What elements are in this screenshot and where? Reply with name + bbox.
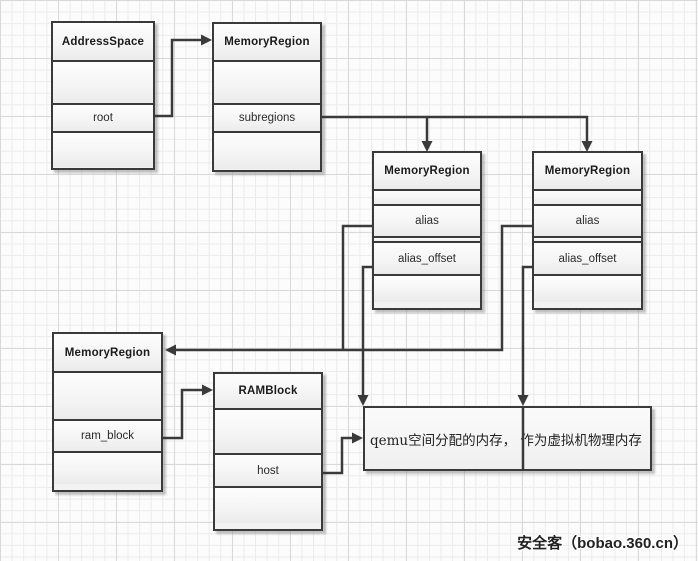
node-memoryregion-mid-left-title: MemoryRegion [384,165,470,177]
node-memoryregion-mid-right: MemoryRegion alias alias_offset [532,151,643,310]
node-memoryregion-bottom-empty-row [54,451,161,484]
node-memoryregion-bottom-header: MemoryRegion [54,334,161,371]
node-addressspace-root-row: root [53,103,153,131]
node-memoryregion-mid-right-alias-row: alias [534,204,641,236]
note-qemu-memory-text: qemu空间分配的内存， 作为虚拟机物理内存 [370,432,642,449]
connector-host-to-memory [323,432,363,475]
field-alias: alias [415,215,439,227]
field-root: root [93,112,113,124]
node-memoryregion-mid-left-aliasoffset-row: alias_offset [374,241,480,274]
field-host: host [257,464,279,477]
node-addressspace: AddressSpace root [51,21,155,170]
node-memoryregion-mid-right-empty-row [534,189,641,204]
node-ramblock-header: RAMBlock [215,374,321,408]
connector-subregions-to-memoryregions [322,115,593,152]
field-alias-offset: alias_offset [558,252,617,265]
node-ramblock-empty-row [215,408,321,453]
node-memoryregion-top-header: MemoryRegion [214,24,320,60]
node-addressspace-empty-row [53,131,153,167]
field-alias: alias [575,215,600,227]
node-memoryregion-mid-left-empty-row [374,274,480,302]
node-ramblock: RAMBlock host [213,372,323,531]
node-memoryregion-top-title: MemoryRegion [224,36,310,48]
field-ram-block: ram_block [80,430,135,442]
node-memoryregion-mid-right-empty-row [534,274,641,302]
node-memoryregion-mid-right-aliasoffset-row: alias_offset [534,241,641,274]
note-qemu-memory-box: qemu空间分配的内存， 作为虚拟机物理内存 [363,406,652,471]
node-addressspace-title: AddressSpace [61,35,145,48]
node-memoryregion-mid-left-header: MemoryRegion [374,153,480,189]
node-memoryregion-mid-left: MemoryRegion alias alias_offset [372,151,482,310]
node-memoryregion-top-empty-row [214,60,320,103]
node-memoryregion-mid-right-thin-row [534,236,641,241]
node-addressspace-empty-row [53,60,153,103]
node-addressspace-header: AddressSpace [53,23,153,60]
watermark-text: 安全客（bobao.360.cn） [517,535,688,552]
node-memoryregion-mid-right-header: MemoryRegion [534,153,641,189]
field-alias-offset: alias_offset [398,252,456,265]
node-memoryregion-bottom: MemoryRegion ram_block [52,332,163,492]
field-subregions: subregions [238,112,296,124]
connector-root-to-memoryregion [155,34,212,118]
connector-aliasoffset-left-to-memory [357,265,372,406]
node-memoryregion-mid-left-empty-row [374,189,480,204]
node-memoryregion-top: MemoryRegion subregions [212,22,322,172]
node-memoryregion-bottom-ramblock-row: ram_block [54,419,161,451]
connector-ramblock-to-ramblock [163,384,213,440]
node-memoryregion-top-subregions-row: subregions [214,103,320,131]
node-ramblock-empty-row [215,486,321,523]
node-memoryregion-bottom-empty-row [54,371,161,419]
node-memoryregion-mid-right-title: MemoryRegion [544,165,631,177]
node-memoryregion-mid-left-alias-row: alias [374,204,480,236]
node-ramblock-title: RAMBlock [238,385,298,397]
node-memoryregion-bottom-title: MemoryRegion [64,346,151,359]
node-ramblock-host-row: host [215,453,321,486]
node-memoryregion-top-empty-row [214,131,320,169]
